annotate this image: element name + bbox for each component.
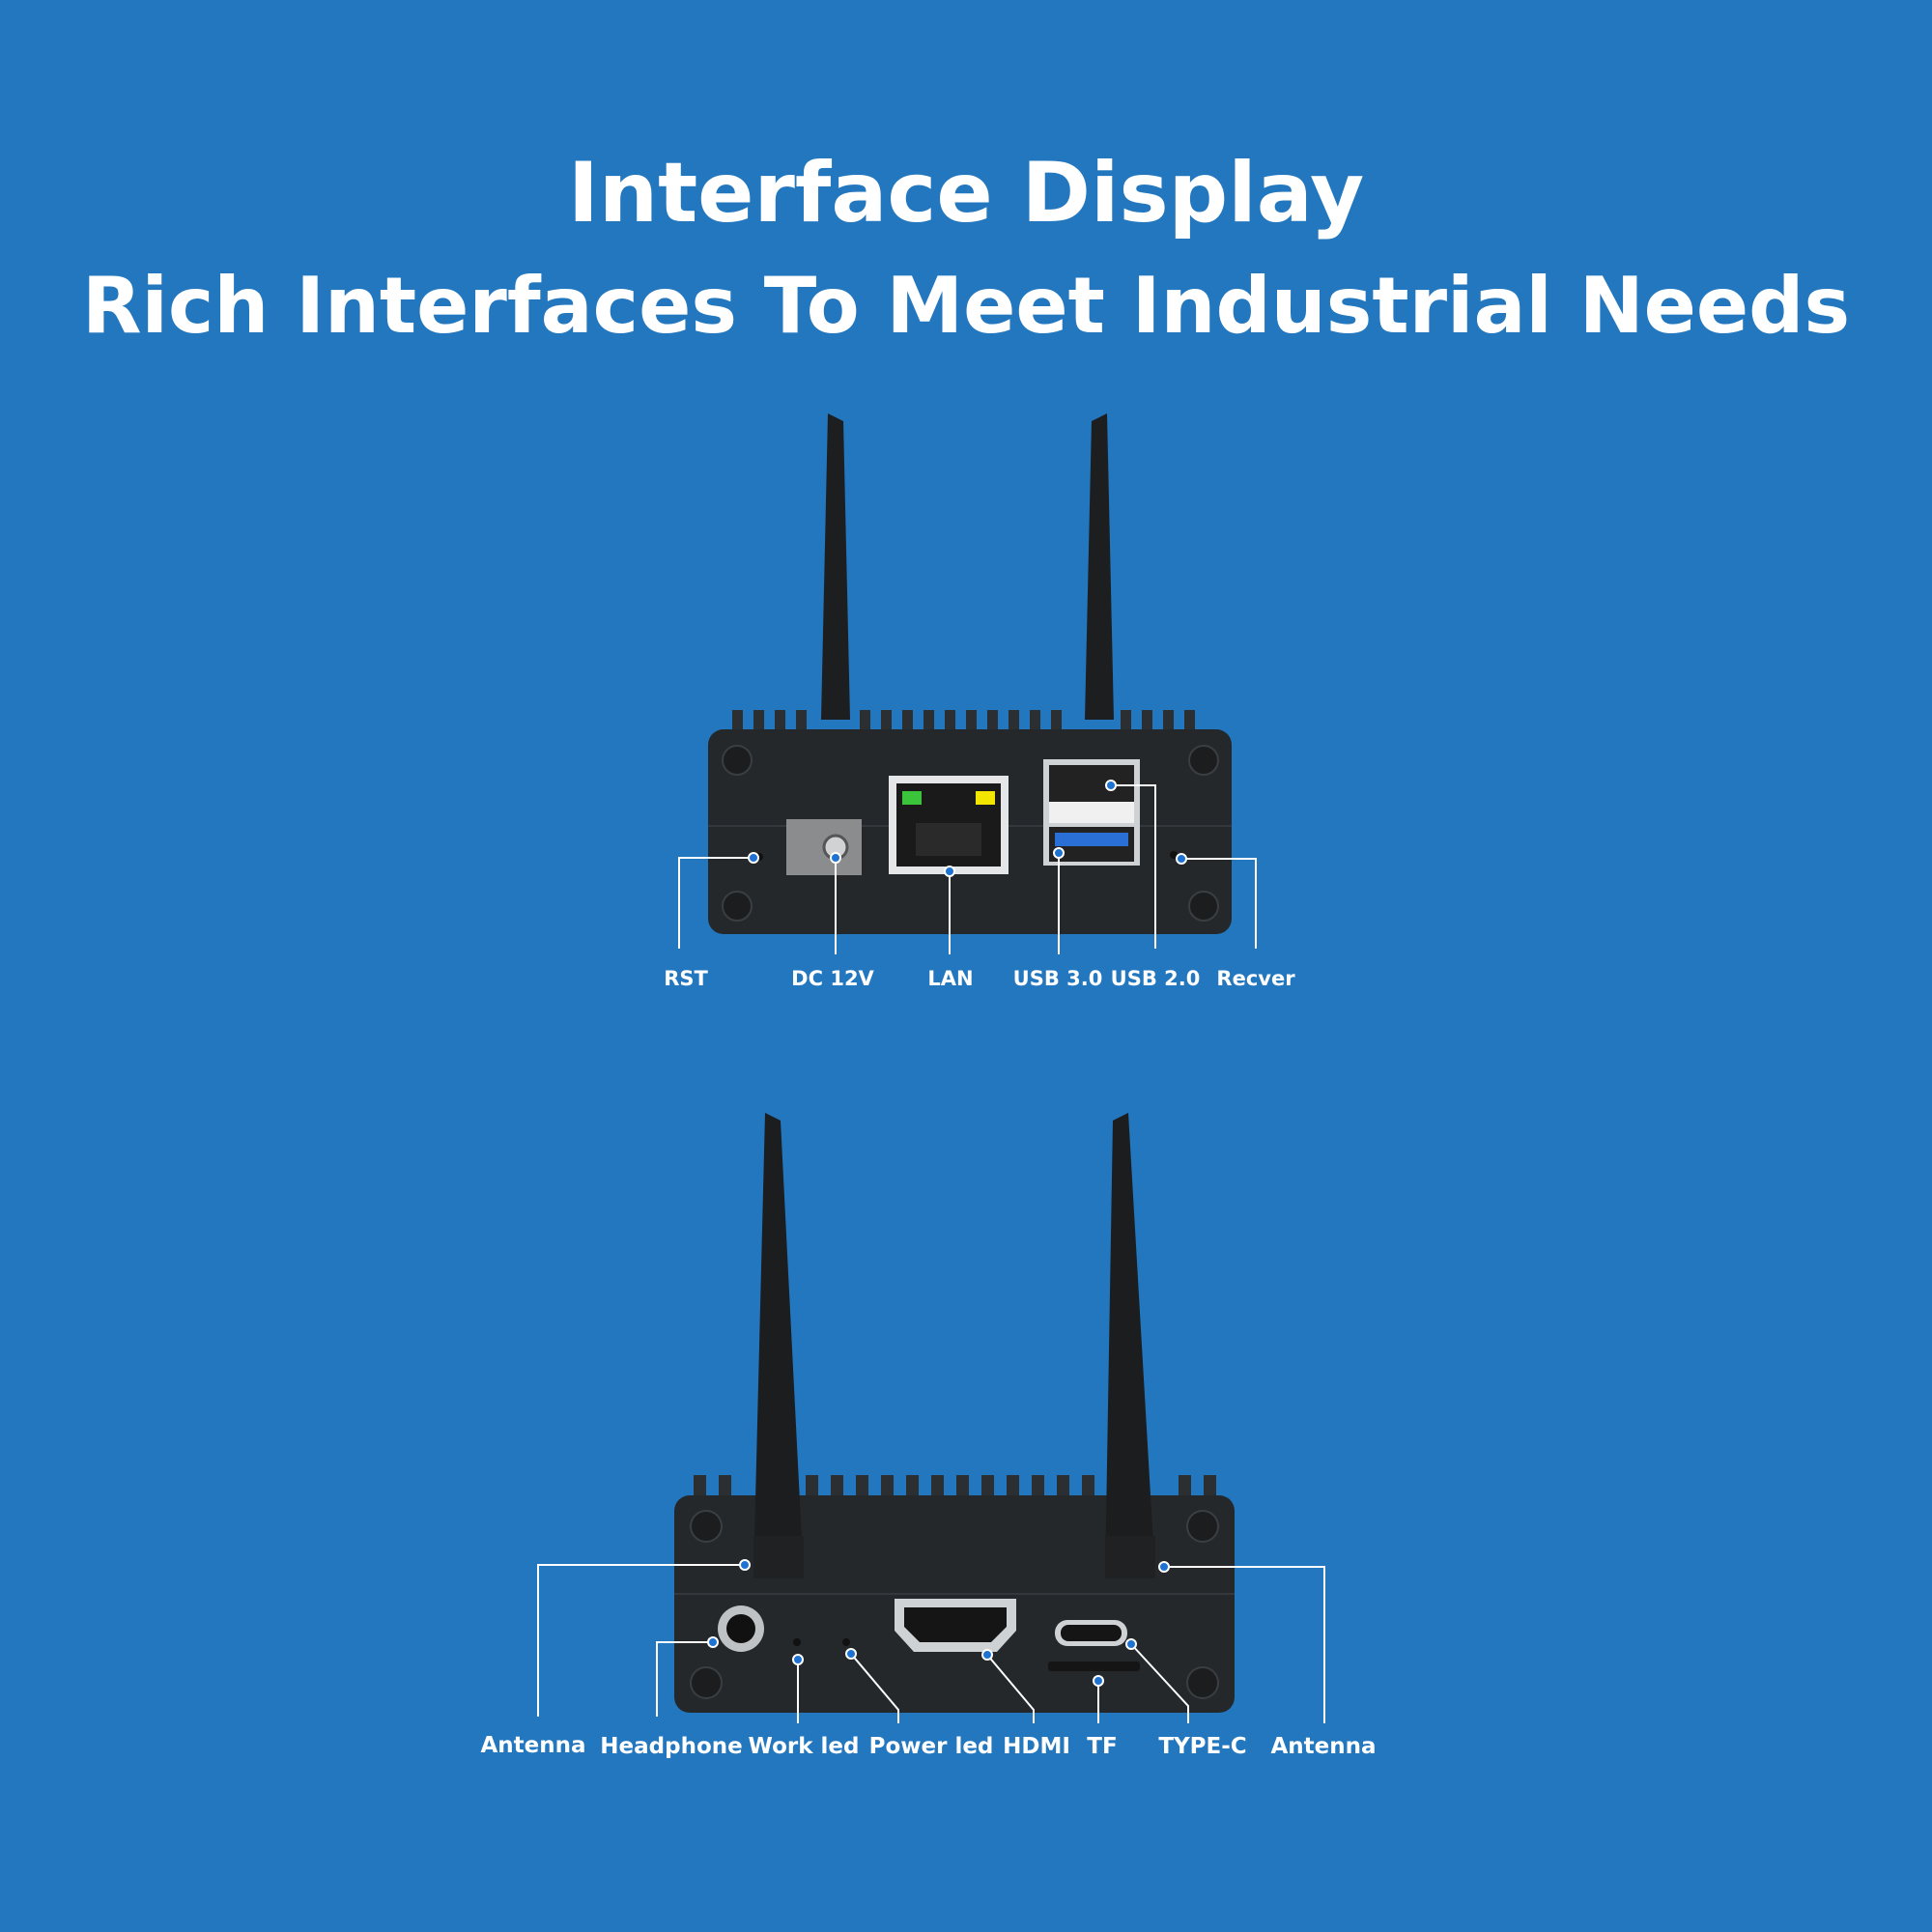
label-tf: TF [1087, 1734, 1118, 1759]
tf-slot-icon [1048, 1662, 1140, 1671]
hdmi-port-icon [895, 1599, 1016, 1652]
heatsink-fins [732, 710, 1195, 735]
label-usb-3: USB 3.0 [1012, 967, 1103, 990]
dc-jack-icon [786, 819, 862, 875]
headphone-jack-icon [718, 1605, 764, 1652]
callout-dots [748, 780, 1187, 877]
lan-port-icon [889, 776, 1009, 874]
label-headphone: Headphone [600, 1734, 743, 1759]
usb-port-icon [1043, 759, 1140, 866]
label-hdmi: HDMI [1003, 1734, 1070, 1759]
page-subtitle: Rich Interfaces To Meet Industrial Needs [81, 261, 1851, 351]
label-work-led: Work led [748, 1734, 860, 1759]
label-usb-2: USB 2.0 [1110, 967, 1201, 990]
type-c-port-icon [1055, 1620, 1127, 1646]
callout-dots [707, 1559, 1170, 1687]
page-title: Interface Display [567, 145, 1365, 242]
power-led [842, 1638, 850, 1646]
screw-icon [690, 1510, 1219, 1699]
label-antenna-left: Antenna [480, 1733, 586, 1758]
label-antenna-right: Antenna [1270, 1734, 1377, 1759]
work-led [793, 1638, 801, 1646]
label-recver: Recver [1216, 967, 1295, 990]
screw-icon [722, 745, 1219, 922]
callout-lines [537, 1564, 1325, 1723]
label-power-led: Power led [868, 1734, 994, 1759]
receiver-hole [1170, 851, 1178, 859]
label-dc-12v: DC 12V [791, 967, 874, 990]
callout-lines [678, 784, 1257, 954]
antenna-icon [821, 413, 1114, 720]
label-lan: LAN [927, 967, 974, 990]
antenna-icon [753, 1113, 1155, 1578]
label-rst: RST [664, 967, 708, 990]
label-type-c: TYPE-C [1158, 1734, 1247, 1759]
